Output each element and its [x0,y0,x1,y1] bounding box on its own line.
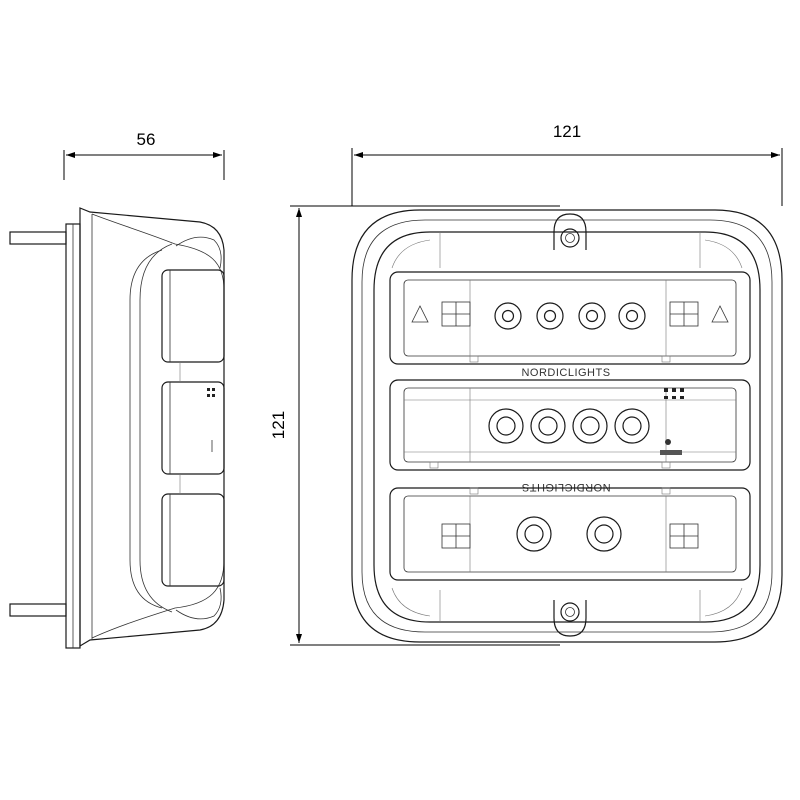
approval-marks [660,388,684,455]
led-row-top [494,302,646,330]
depth-dimension: 56 [63,130,225,180]
lens-section-top [389,271,751,365]
lens-section-middle [389,379,751,471]
lamp-housing [351,209,783,643]
width-label: 121 [553,122,581,141]
lens-segment-bottom [161,493,225,587]
lens-segment-middle [161,381,225,475]
top-screw-lug [553,213,587,250]
led-row-middle [488,408,650,444]
lens-section-bottom [389,487,751,581]
housing-profile [79,207,225,648]
mounting-studs [9,231,67,617]
brand-label-bottom: NORDICLIGHTS [521,481,610,493]
led-row-bottom [516,516,622,552]
brand-label-top: NORDICLIGHTS [521,367,610,379]
lamp-bezel [373,231,761,623]
depth-label: 56 [137,130,156,149]
lens-segment-top [161,269,225,363]
front-view: 121 121 [269,122,783,646]
bottom-screw-lug [553,600,587,637]
height-label: 121 [269,411,288,439]
height-dimension: 121 [269,205,560,646]
width-dimension: 121 [351,122,783,206]
side-view: 56 [9,130,225,649]
